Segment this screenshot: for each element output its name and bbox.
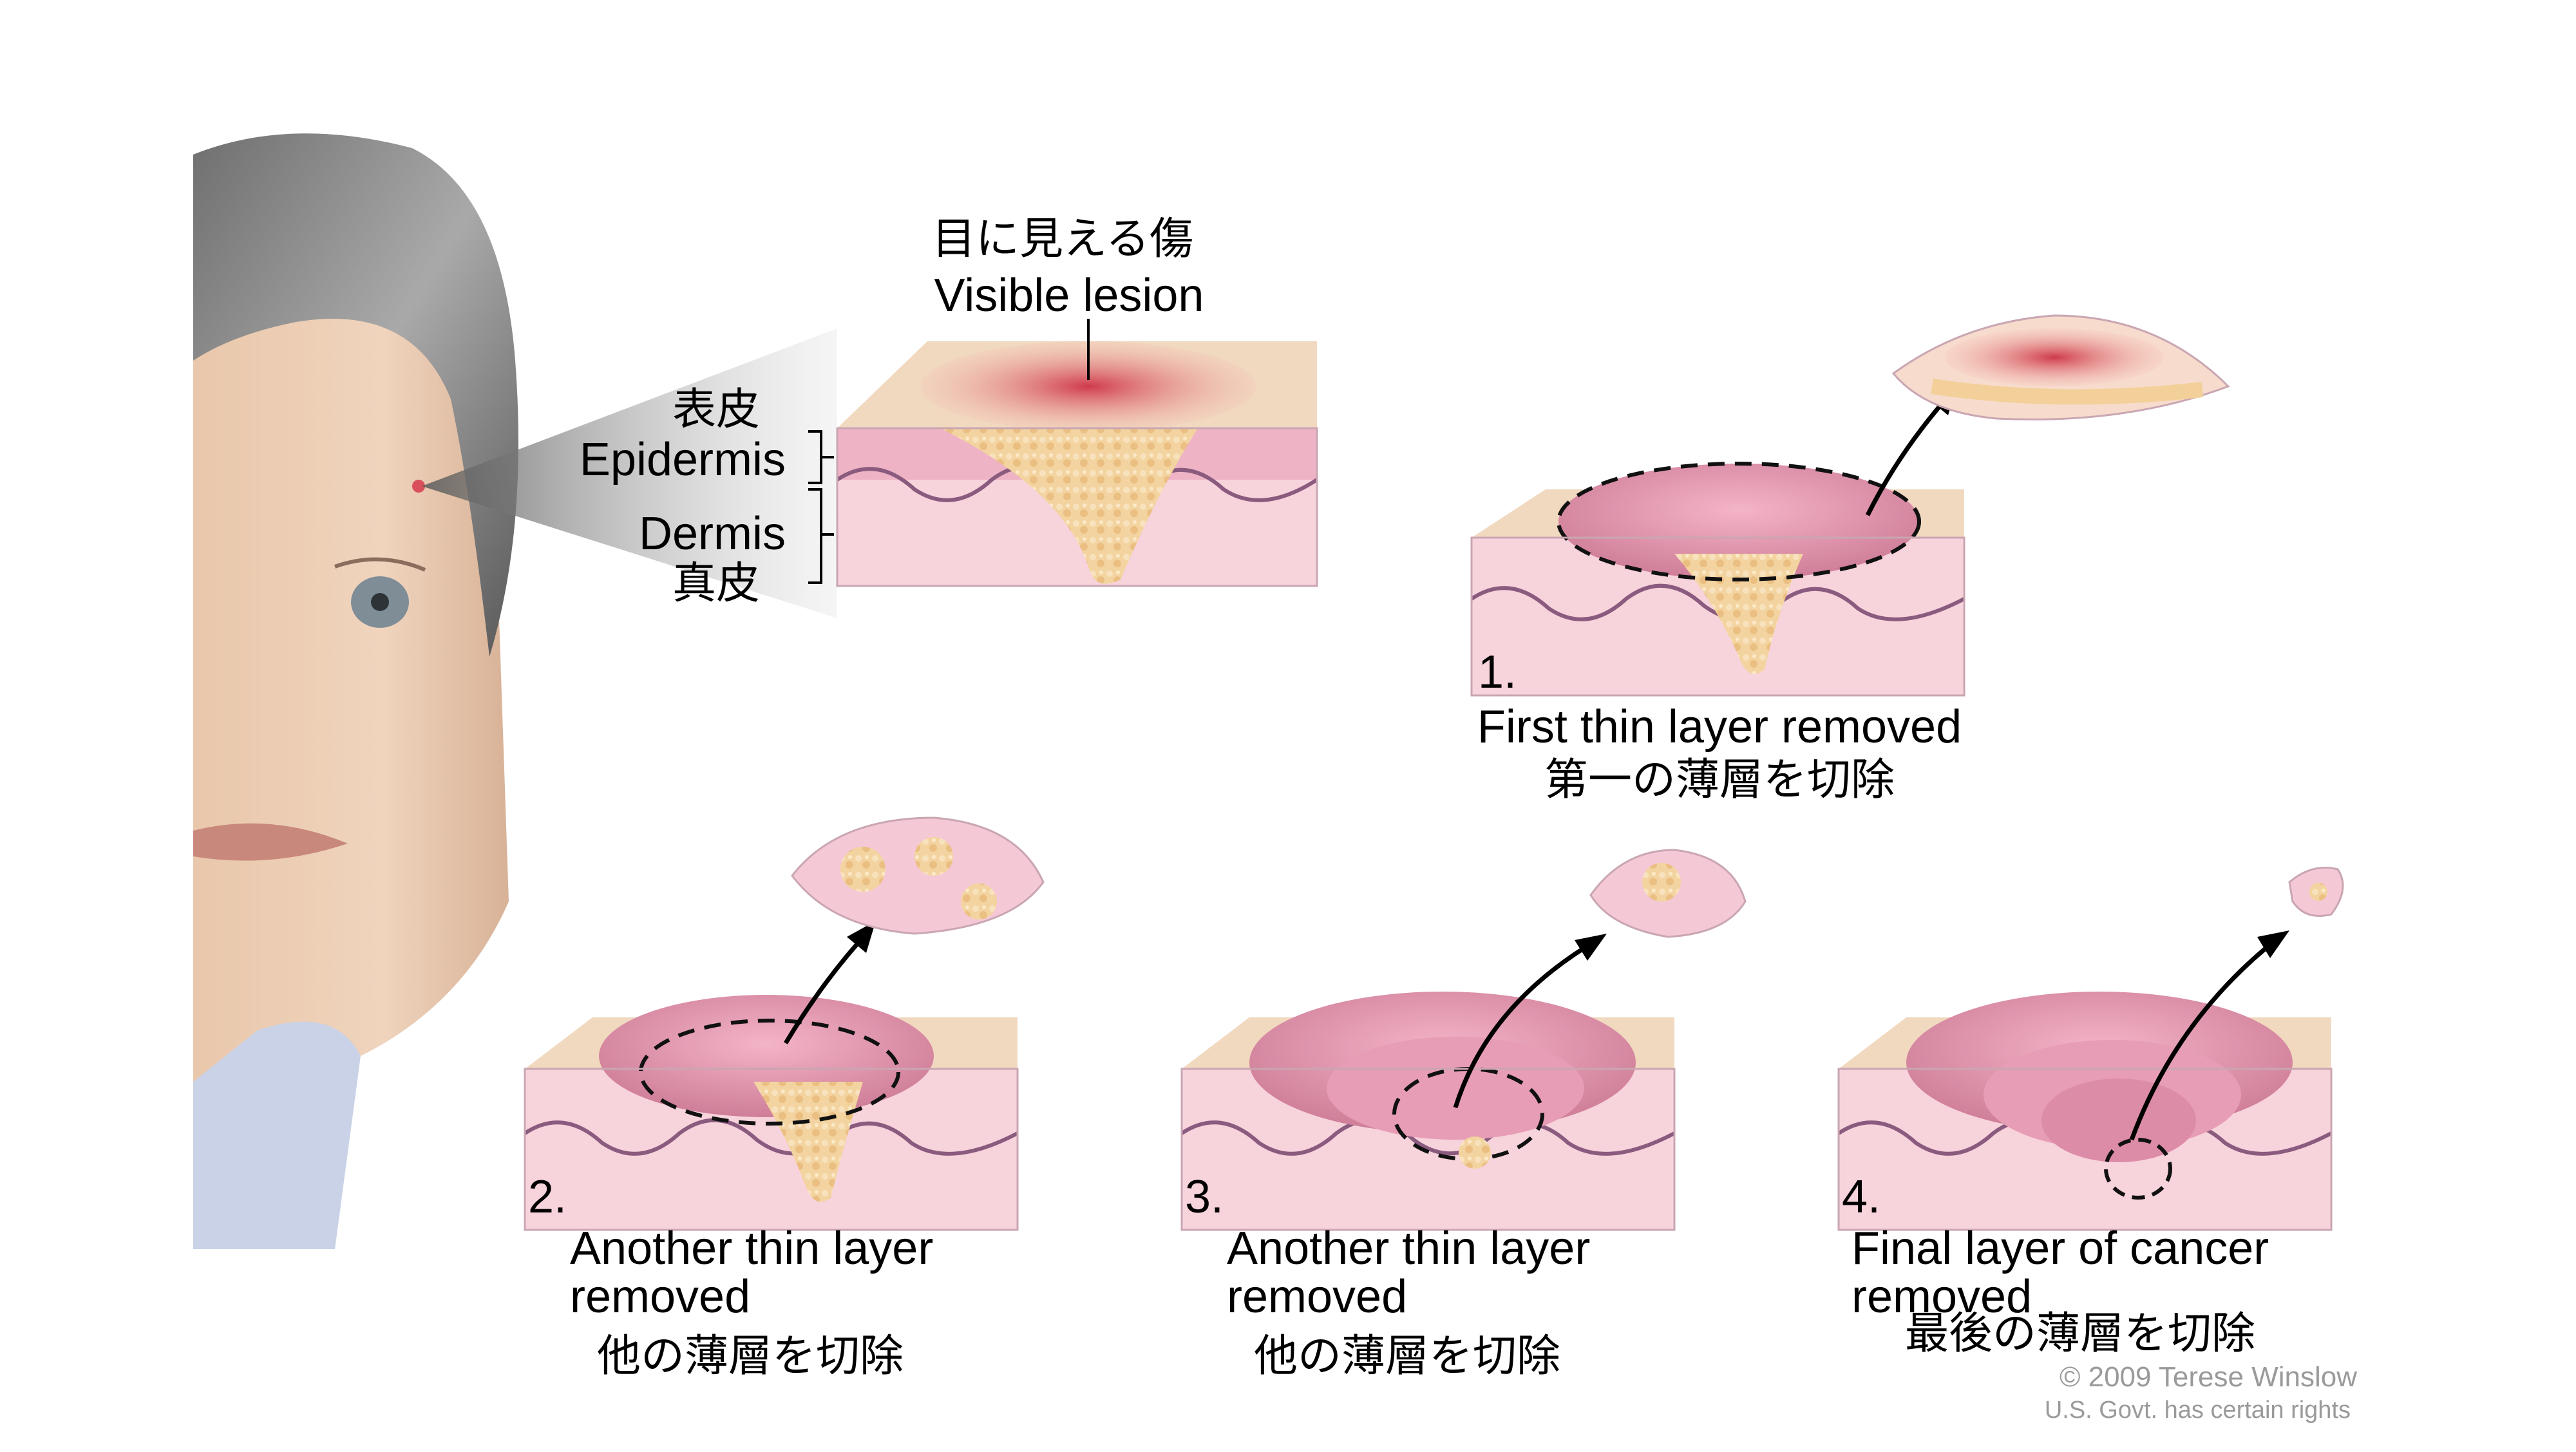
magnification-cone — [422, 328, 837, 618]
step-4-ja-caption: 最後の薄層を切除 — [1904, 1308, 2256, 1359]
step-1-number: 1. — [1478, 646, 1517, 698]
dermis-label: Dermis — [639, 508, 786, 560]
epidermis-ja-label: 表皮 — [672, 384, 760, 435]
rights-text: U.S. Govt. has certain rights — [2044, 1397, 2351, 1424]
patient-face — [193, 133, 518, 1249]
step-2-number: 2. — [528, 1171, 567, 1223]
step-4-block — [1837, 867, 2344, 1231]
step-3-ja-caption: 他の薄層を切除 — [1253, 1331, 1561, 1382]
step-3-block — [1180, 849, 1747, 1231]
step-3-number: 3. — [1185, 1171, 1224, 1223]
dermis-ja-label: 真皮 — [672, 558, 760, 609]
step-1-caption: First thin layer removed — [1477, 701, 1962, 753]
visible-lesion-label: Visible lesion — [934, 270, 1204, 321]
step-4-caption-line1: Final layer of cancer — [1852, 1223, 2269, 1274]
epidermis-label: Epidermis — [579, 434, 786, 486]
step-2-caption-line1: Another thin layer — [570, 1223, 934, 1274]
copyright-text: © 2009 Terese Winslow — [2059, 1361, 2357, 1393]
step-3-caption-line2: removed — [1227, 1271, 1408, 1323]
skin-cross-section — [808, 319, 1318, 587]
step-1-block — [1470, 314, 2230, 697]
step-2-block — [524, 816, 1045, 1231]
step-1-ja-caption: 第一の薄層を切除 — [1544, 755, 1895, 806]
step-2-ja-caption: 他の薄層を切除 — [596, 1331, 904, 1382]
step-4-caption-line2: removed — [1852, 1271, 2032, 1323]
visible-lesion-ja-label: 目に見える傷 — [932, 214, 1193, 265]
step-4-number: 4. — [1842, 1171, 1881, 1223]
step-3-caption-line1: Another thin layer — [1227, 1223, 1591, 1274]
step-2-caption-line2: removed — [570, 1271, 751, 1323]
